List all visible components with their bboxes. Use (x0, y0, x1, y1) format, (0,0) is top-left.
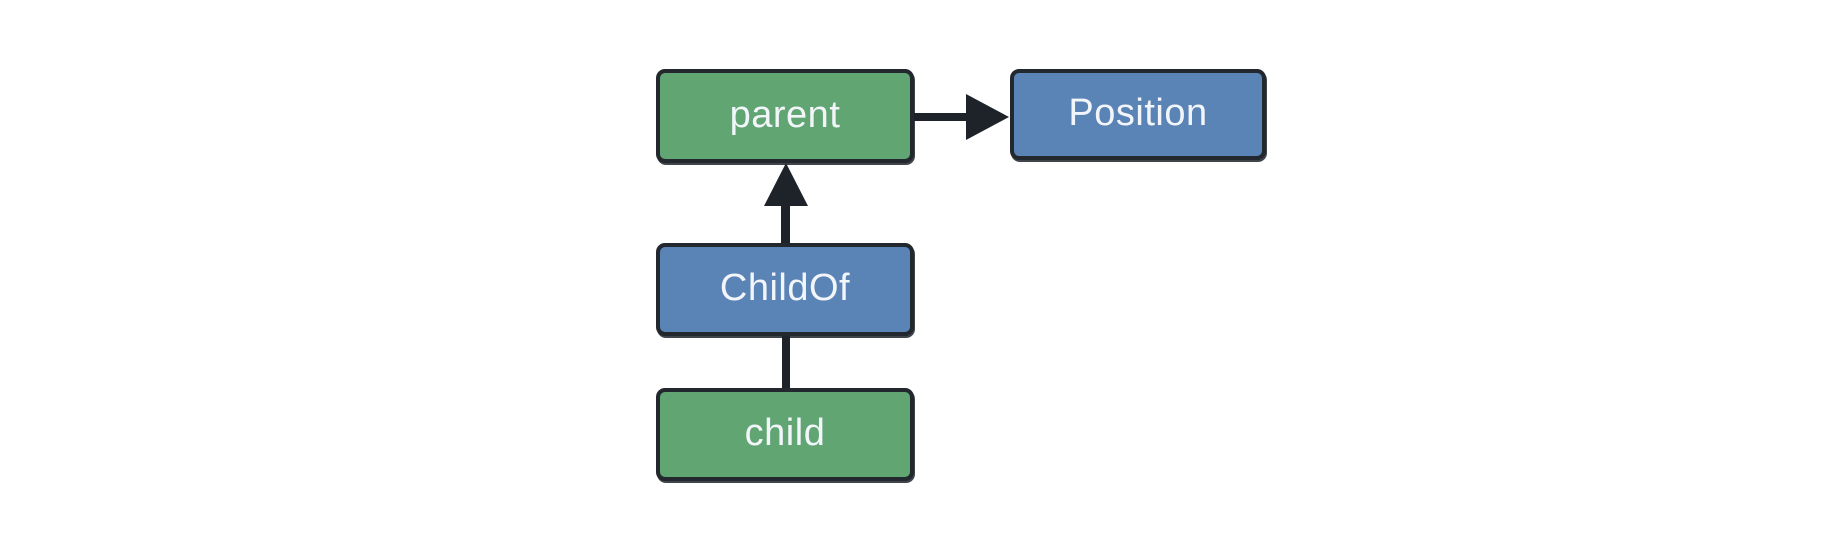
node-childof: ChildOf (656, 243, 914, 336)
node-position: Position (1010, 69, 1266, 160)
node-parent: parent (656, 69, 914, 163)
node-child: child (656, 388, 914, 481)
edge-childof-to-parent (764, 163, 808, 246)
node-position-label: Position (1068, 92, 1208, 134)
edge-childof-to-parent-shaft (781, 200, 790, 246)
edge-parent-to-position (912, 94, 1009, 140)
edge-parent-to-position-shaft (912, 113, 970, 121)
node-parent-label: parent (729, 93, 841, 136)
arrowhead-up-icon (764, 163, 808, 206)
arrowhead-right-icon (966, 94, 1009, 140)
node-child-label: child (744, 412, 826, 454)
edge-child-to-childof-line (782, 330, 790, 392)
node-childof-label: ChildOf (719, 267, 851, 309)
